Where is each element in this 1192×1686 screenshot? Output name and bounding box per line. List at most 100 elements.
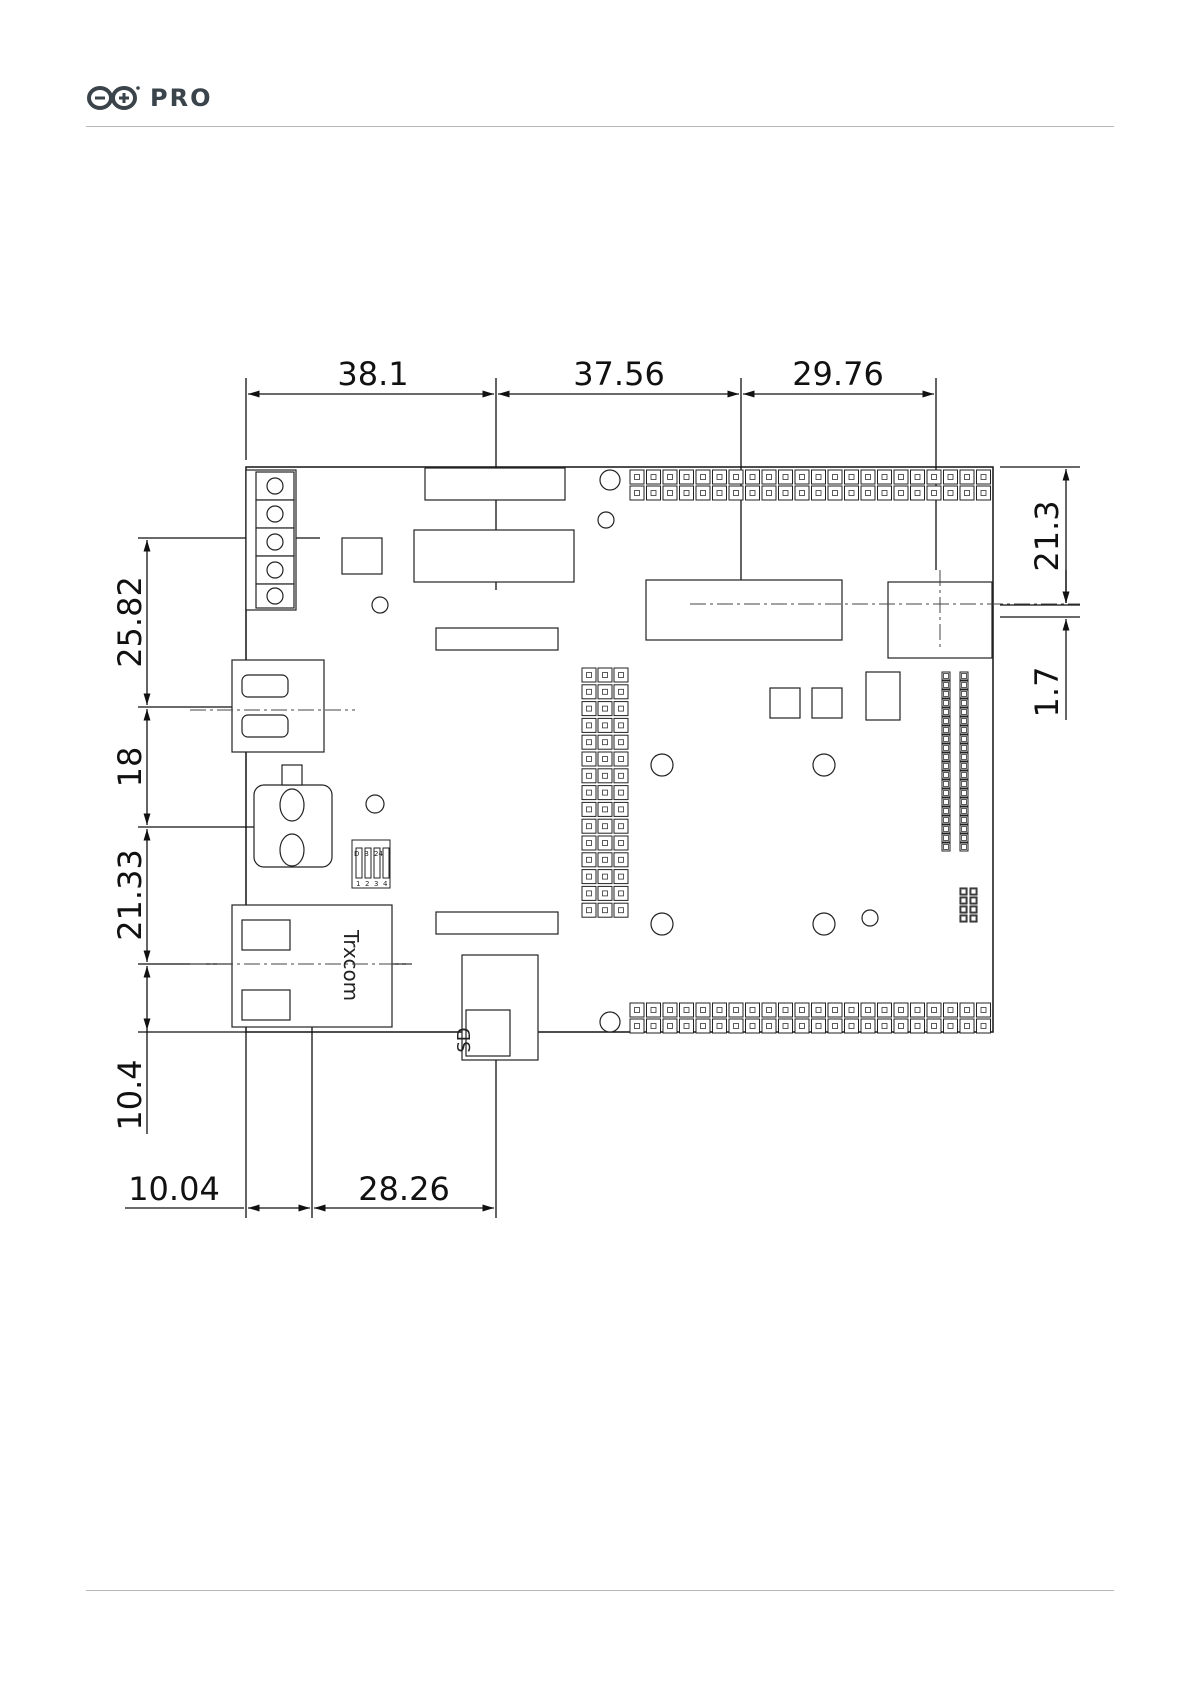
header-pin xyxy=(746,1003,760,1017)
dip-number-3: 3 xyxy=(374,880,378,888)
header-pin xyxy=(680,486,694,500)
header-pin xyxy=(582,819,596,833)
header-pin xyxy=(812,470,826,484)
header-pin xyxy=(828,1019,842,1033)
header-pin xyxy=(894,470,908,484)
header-pin xyxy=(927,1019,941,1033)
header-pin xyxy=(713,486,727,500)
header-pin xyxy=(614,786,628,800)
header-pin xyxy=(598,735,612,749)
dim-left-4: 10.4 xyxy=(111,1059,149,1130)
header-pin xyxy=(582,752,596,766)
header-pin xyxy=(927,1003,941,1017)
header-pin xyxy=(845,470,859,484)
header-pin xyxy=(795,470,809,484)
header-pin xyxy=(614,702,628,716)
header-pin xyxy=(598,870,612,884)
header-pin xyxy=(582,886,596,900)
header-pin xyxy=(630,486,644,500)
dip-label-3: 24 xyxy=(374,850,383,858)
header-pin xyxy=(762,486,776,500)
header-pin xyxy=(614,802,628,816)
header-pin xyxy=(647,486,661,500)
header-pin xyxy=(582,836,596,850)
header-pin xyxy=(977,486,991,500)
header-pin xyxy=(582,718,596,732)
header-pin xyxy=(927,486,941,500)
header-pin xyxy=(598,752,612,766)
header-pin xyxy=(729,1019,743,1033)
header-pin xyxy=(598,786,612,800)
ethernet-label: Trxcom xyxy=(339,929,363,1001)
header-pin xyxy=(614,836,628,850)
header-pin xyxy=(614,903,628,917)
header-pin xyxy=(746,470,760,484)
header-pin xyxy=(582,802,596,816)
header-pin xyxy=(696,1003,710,1017)
header-pin xyxy=(911,486,925,500)
header-pin xyxy=(944,486,958,500)
header-pin xyxy=(582,735,596,749)
header-pin xyxy=(680,1003,694,1017)
header-pin xyxy=(944,470,958,484)
header-pin xyxy=(614,752,628,766)
header-pin xyxy=(680,470,694,484)
header-pin xyxy=(598,718,612,732)
header-pin xyxy=(614,853,628,867)
header-pin xyxy=(795,1019,809,1033)
header-pin xyxy=(582,903,596,917)
header-pin xyxy=(779,470,793,484)
header-pin xyxy=(762,1019,776,1033)
board-connectors xyxy=(342,468,992,934)
header-pin xyxy=(894,1003,908,1017)
header-pin xyxy=(746,486,760,500)
header-pin xyxy=(614,886,628,900)
header-pin xyxy=(977,1003,991,1017)
header-pin xyxy=(582,870,596,884)
header-pin xyxy=(795,1003,809,1017)
header-pin xyxy=(960,486,974,500)
header-pin xyxy=(614,735,628,749)
header-pin xyxy=(828,486,842,500)
header-pin xyxy=(598,886,612,900)
header-pin xyxy=(729,486,743,500)
header-pin xyxy=(894,486,908,500)
dim-bottom-2: 28.26 xyxy=(358,1170,450,1208)
header-pin xyxy=(960,1003,974,1017)
header-pin xyxy=(977,1019,991,1033)
header-pin xyxy=(812,486,826,500)
header-pin xyxy=(845,486,859,500)
header-pin xyxy=(894,1019,908,1033)
header-pin xyxy=(977,470,991,484)
header-pin xyxy=(713,1019,727,1033)
header-pin xyxy=(614,769,628,783)
header-pin xyxy=(960,1019,974,1033)
header-pin xyxy=(878,470,892,484)
header-pin xyxy=(927,470,941,484)
header-pin xyxy=(911,1019,925,1033)
header-pin xyxy=(598,836,612,850)
ethernet-jack xyxy=(232,905,392,1027)
header-pin xyxy=(582,668,596,682)
dip-label-2: B xyxy=(364,850,369,858)
header-pin xyxy=(582,769,596,783)
header-pin xyxy=(696,470,710,484)
header-pin xyxy=(713,1003,727,1017)
header-pin xyxy=(647,470,661,484)
header-pin xyxy=(713,470,727,484)
header-pin xyxy=(845,1003,859,1017)
header-pin xyxy=(582,685,596,699)
header-pin xyxy=(614,718,628,732)
dim-right-2: 1.7 xyxy=(1028,667,1066,718)
header-pin xyxy=(614,685,628,699)
sd-label: SD xyxy=(454,1027,475,1052)
header-pin xyxy=(779,486,793,500)
header-pin xyxy=(878,486,892,500)
header-pin xyxy=(598,819,612,833)
header-pin xyxy=(861,1003,875,1017)
header-pin xyxy=(598,903,612,917)
header-pin xyxy=(598,853,612,867)
header-pin xyxy=(630,1019,644,1033)
header-pin xyxy=(630,470,644,484)
dim-right-1: 21.3 xyxy=(1028,500,1066,571)
